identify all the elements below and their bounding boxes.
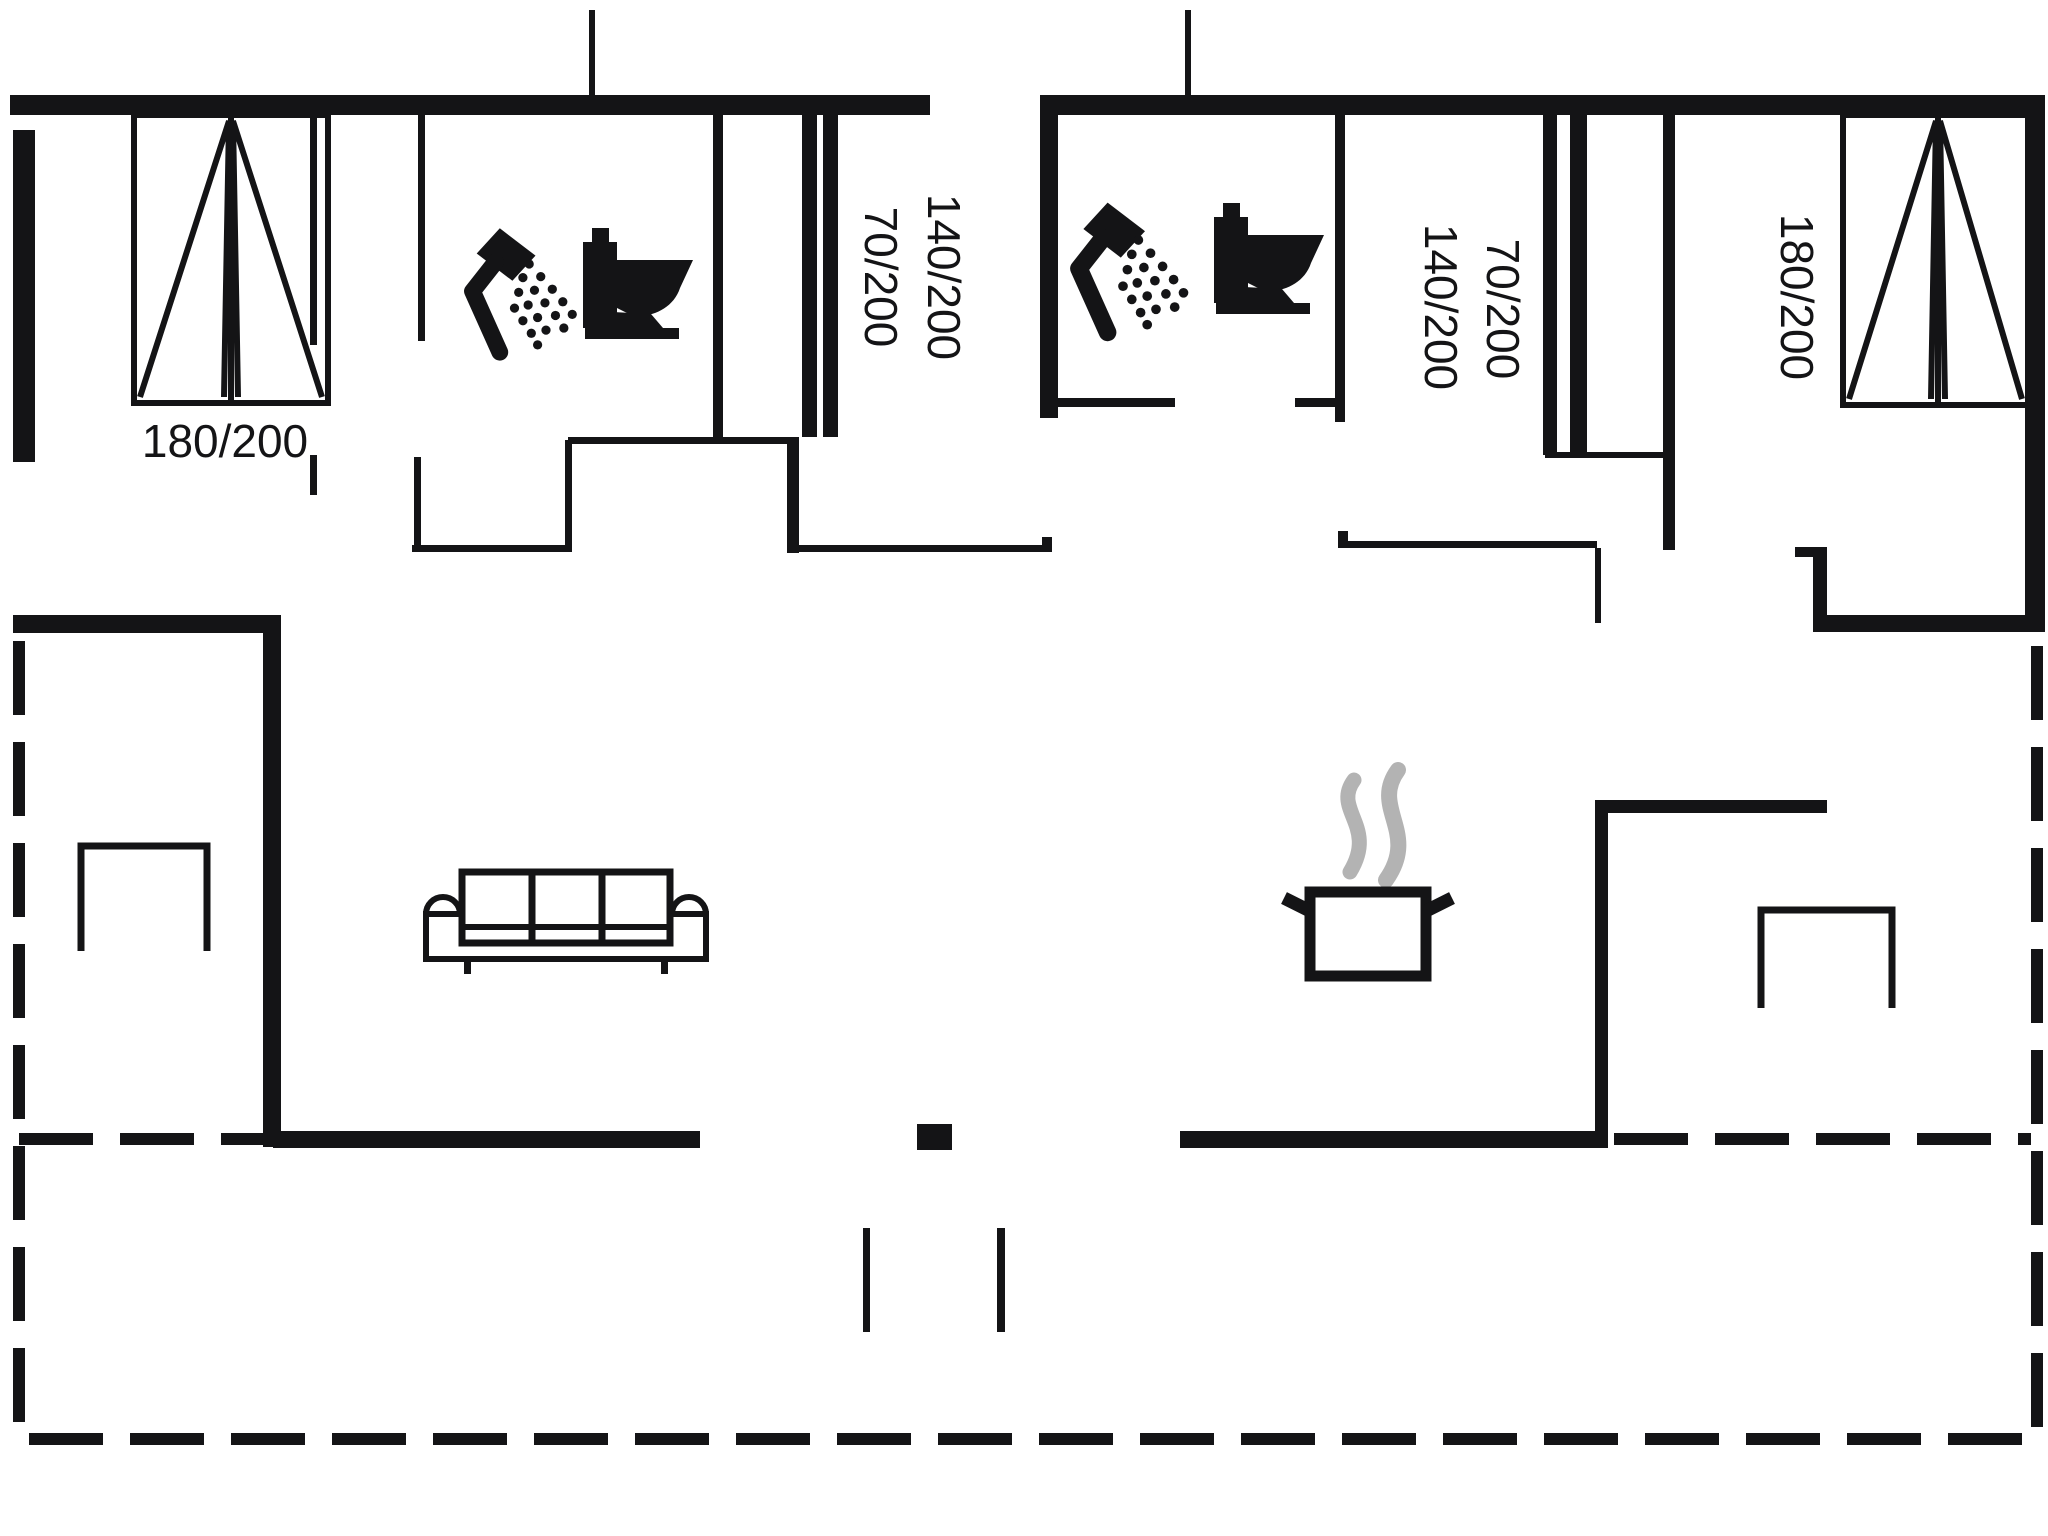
wall-segment <box>1595 800 1827 813</box>
wall-segment <box>1295 398 1342 407</box>
wall-segment <box>1595 548 1601 623</box>
walls <box>10 10 2045 1148</box>
sofa-foot <box>661 959 668 974</box>
dimension-labels: 180/200 70/200 140/200 140/200 70/200 18… <box>142 194 1823 467</box>
bed-duvet-triangle <box>137 120 232 398</box>
steam-wave <box>1340 772 1367 880</box>
toilet-icon <box>583 228 693 339</box>
door-leaf <box>863 1228 870 1332</box>
wall-segment <box>568 437 793 444</box>
wall-segment <box>1335 115 1345 422</box>
wall-segment <box>310 455 317 495</box>
wall-segment <box>10 95 930 115</box>
wall-segment <box>1180 1131 1608 1148</box>
pot-handle <box>1423 892 1455 917</box>
shower-icon <box>473 228 577 352</box>
sofa-back <box>458 868 674 947</box>
wall-segment <box>273 1131 700 1148</box>
terrace-boundary <box>13 640 2043 1445</box>
wall-segment <box>1048 398 1175 407</box>
terrace-door <box>863 1124 1005 1332</box>
terrace-outline-dashed <box>13 640 2043 1445</box>
wall-segment <box>1040 95 1058 418</box>
door-block <box>917 1124 952 1150</box>
wall-segment <box>263 615 281 1147</box>
bed-size-label: 70/200 <box>1477 239 1529 380</box>
wall-segment <box>787 437 799 553</box>
garden-table-right <box>1757 906 1896 1008</box>
steam-wave <box>1378 762 1407 888</box>
bunk-bar <box>802 115 817 437</box>
wall-segment <box>1795 547 1827 557</box>
bed-duvet-triangle <box>1846 120 1939 400</box>
bed-size-label: 180/200 <box>142 415 308 467</box>
wall-segment <box>13 615 273 633</box>
door-leaf <box>997 1228 1005 1332</box>
bed-size-label: 140/200 <box>1415 224 1467 390</box>
bed-duvet-triangle <box>1937 120 2025 400</box>
bunk-bar <box>823 115 838 437</box>
wall-segment <box>412 545 568 552</box>
wall-segment <box>1545 452 1665 458</box>
garden-furniture <box>77 842 1896 1008</box>
wall-segment <box>1338 531 1348 543</box>
sofa-icon <box>423 868 709 974</box>
garden-table-left <box>77 842 211 951</box>
bunk-bed-right <box>1543 115 1587 455</box>
wall-segment <box>793 545 1052 552</box>
roof-tick <box>1185 10 1191 95</box>
wall-segment <box>13 130 35 462</box>
bed-duvet-triangle <box>230 120 325 398</box>
wall-segment <box>1595 813 1608 1148</box>
wall-segment <box>310 115 317 345</box>
cooking-pot-icon <box>1281 762 1455 982</box>
pot-body <box>1304 886 1432 982</box>
bed-size-label: 140/200 <box>918 194 970 360</box>
wall-segment <box>1813 548 1827 632</box>
wall-segment <box>1043 95 2045 115</box>
beds <box>131 112 2031 408</box>
shower-icon <box>1079 203 1188 333</box>
double-bed-right <box>1840 112 2031 408</box>
bunk-bed-left <box>802 115 838 437</box>
sofa-foot <box>464 959 471 974</box>
roof-tick <box>589 10 595 95</box>
bed-size-label: 180/200 <box>1771 214 1823 380</box>
bunk-bar <box>1543 115 1557 455</box>
bed-size-label: 70/200 <box>855 207 907 348</box>
bunk-beds <box>802 115 1587 455</box>
wall-segment <box>1813 615 2045 632</box>
wall-segment <box>1663 115 1675 550</box>
double-bed-left <box>131 112 331 406</box>
wall-segment <box>1338 541 1597 548</box>
wall-segment <box>418 115 425 341</box>
wall-segment <box>565 440 572 552</box>
toilet-icon <box>1214 203 1324 314</box>
pot-handle <box>1281 892 1313 917</box>
wall-segment <box>713 115 723 437</box>
wall-segment <box>414 457 421 550</box>
bunk-bar <box>1570 115 1587 455</box>
wall-segment <box>1042 537 1052 547</box>
